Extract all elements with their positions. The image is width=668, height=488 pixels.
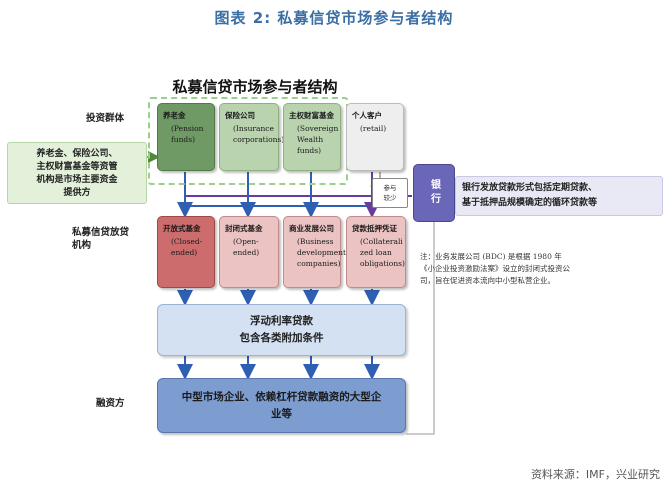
lender-closed-ended: 开放式基金 (Closed- ended) <box>157 216 215 288</box>
investor-sovereign: 主权财富基金 (Sovereign Wealth funds) <box>283 103 341 171</box>
bank-note-line1: 银行发放贷款形式包括定期贷款、 <box>462 183 598 193</box>
lender-open-ended-en1: (Open- <box>233 237 259 246</box>
borrower-box: 中型市场企业、依赖杠杆贷款融资的大型企 业等 <box>157 378 406 433</box>
row-label-lenders-line2: 机构 <box>72 240 92 251</box>
page-title: 图表 2: 私募信贷市场参与者结构 <box>214 8 454 27</box>
lender-open-ended-en2: ended) <box>233 248 260 257</box>
row-label-borrowers: 融资方 <box>96 398 125 409</box>
row-label-investors: 投资群体 <box>86 113 125 124</box>
footnote-line3: 司，旨在促进资本流向中小型私营企业。 <box>420 276 555 285</box>
participate-line2: 较少 <box>383 194 397 202</box>
investor-insurance-en1: (Insurance <box>233 124 274 133</box>
lender-open-ended: 封闭式基金 (Open- ended) <box>219 216 279 288</box>
lender-bdc-en3: companies) <box>297 259 341 268</box>
lender-bdc-zh: 商业发展公司 <box>289 224 334 233</box>
footnote-line1: 注：业务发展公司 (BDC) 是根据 1980 年 <box>420 252 562 261</box>
lender-bdc-en1: (Business <box>297 237 334 246</box>
participate-less-box: 参与 较少 <box>372 178 408 208</box>
left-note-line4: 提供方 <box>63 188 91 198</box>
left-note: 养老金、保险公司、 主权财富基金等资管 机构是市场主要资金 提供方 <box>7 142 147 204</box>
investor-insurance-zh: 保险公司 <box>225 111 255 120</box>
loan-line2: 包含各类附加条件 <box>239 332 324 344</box>
investor-sovereign-en2: Wealth funds) <box>297 135 324 155</box>
investor-insurance-en2: corporations) <box>233 135 285 144</box>
investor-retail-en1: (retail) <box>360 124 387 133</box>
lender-bdc: 商业发展公司 (Business development companies) <box>283 216 347 288</box>
investor-retail-zh: 个人客户 <box>352 111 382 120</box>
investor-retail: 个人客户 (retail) <box>346 103 404 171</box>
bank-box: 银行 <box>413 164 455 222</box>
row-label-lenders-line1: 私募信贷放贷 <box>72 227 130 238</box>
bank-note: 银行发放贷款形式包括定期贷款、 基于抵押品规模确定的循环贷款等 <box>455 176 663 216</box>
loan-line1: 浮动利率贷款 <box>250 315 313 327</box>
left-note-line1: 养老金、保险公司、 <box>36 149 118 159</box>
row-label-lenders: 私募信贷放贷 机构 <box>72 226 152 252</box>
borrower-line2: 业等 <box>271 407 292 420</box>
footnote-line2: 《小企业投资激励法案》设立的封闭式投资公 <box>420 264 570 273</box>
investor-sovereign-en1: (Sovereign <box>297 124 339 133</box>
diagram-title: 私募信贷市场参与者结构 <box>172 77 338 96</box>
left-note-line3: 机构是市场主要资金 <box>36 175 118 185</box>
footnote: 注：业务发展公司 (BDC) 是根据 1980 年 《小企业投资激励法案》设立的… <box>420 251 660 291</box>
lender-clo-zh: 贷款抵押凭证 <box>352 224 397 233</box>
bank-note-line2: 基于抵押品规模确定的循环贷款等 <box>462 198 598 208</box>
lender-clo-en3: obligations) <box>360 259 405 268</box>
lender-closed-ended-en1: (Closed- <box>171 237 203 246</box>
investor-pension: 养老金 (Pension funds) <box>157 103 215 171</box>
loan-terms-box: 浮动利率贷款 包含各类附加条件 <box>157 304 406 356</box>
lender-clo: 贷款抵押凭证 (Collaterali zed loan obligations… <box>346 216 406 288</box>
participate-line1: 参与 <box>383 184 397 192</box>
left-note-line2: 主权财富基金等资管 <box>36 162 118 172</box>
bank-to-borrower-line <box>406 222 435 435</box>
lender-clo-en1: (Collaterali <box>360 237 403 246</box>
source-note: 资料来源：IMF，兴业研究 <box>530 468 660 481</box>
lender-closed-ended-zh: 开放式基金 <box>163 224 201 233</box>
lender-closed-ended-en2: ended) <box>171 248 198 257</box>
lender-clo-en2: zed loan <box>360 248 392 257</box>
borrower-line1: 中型市场企业、依赖杠杆贷款融资的大型企 <box>181 390 382 403</box>
lender-bdc-en2: development <box>297 248 347 257</box>
investor-insurance: 保险公司 (Insurance corporations) <box>219 103 285 171</box>
investor-sovereign-zh: 主权财富基金 <box>289 111 334 120</box>
investor-pension-en1: (Pension <box>171 124 204 133</box>
investor-pension-en2: funds) <box>171 135 196 144</box>
investor-pension-zh: 养老金 <box>163 111 186 120</box>
lender-open-ended-zh: 封闭式基金 <box>225 224 263 233</box>
